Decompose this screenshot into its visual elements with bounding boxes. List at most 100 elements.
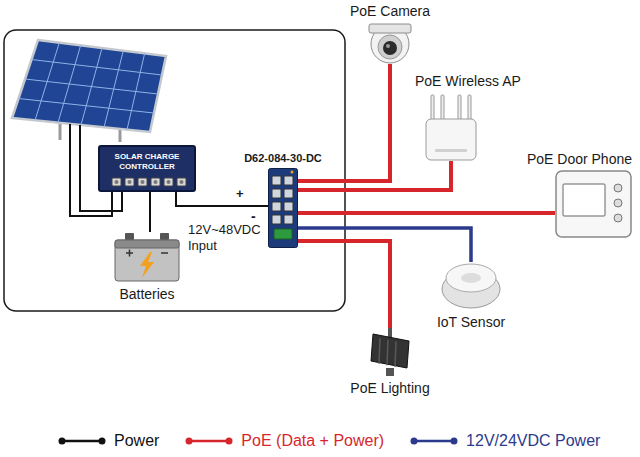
legend-dot [59,438,66,445]
cable [298,161,451,190]
ap-vent [435,149,467,152]
cable [298,228,471,262]
solar-panel [12,40,166,142]
legend: Power PoE (Data + Power) 12V/24VDC Power [58,432,600,450]
device-label: D62-084-30-DC [244,152,322,165]
polarity-mark: + [236,186,244,202]
device-icon [364,22,416,64]
device-icon [113,232,181,282]
camera-ring [378,35,402,59]
lightning-symbol [140,252,154,278]
terminal-screw [167,180,171,184]
ethernet-port [284,176,293,185]
legend-text: PoE (Data + Power) [241,432,384,450]
phone-body [556,171,631,237]
camera-lens [383,41,397,55]
legend-dot [226,438,233,445]
panel-leg [119,129,122,142]
legend-item: 12V/24VDC Power [410,432,600,450]
device-label: PoE Camera [350,3,430,19]
terminal-screw [115,180,119,184]
cable [298,211,555,215]
power-terminal [274,229,292,239]
battery-lid [115,240,179,248]
cable [149,192,151,232]
screw-terminal [125,178,134,186]
light-housing [371,334,409,368]
door-phone: PoE Door Phone [555,170,632,238]
light-stem [388,328,392,338]
screw-terminal [177,178,186,186]
device-label: PoE Wireless AP [415,73,521,89]
device-icon [440,262,502,310]
ethernet-port [272,215,281,224]
legend-text: 12V/24VDC Power [466,432,600,450]
polarity-mark: - [251,208,256,224]
legend-sample [185,435,233,447]
input-note: 12V~48VDC Input [188,222,270,254]
cable [298,241,390,328]
screw-terminal [138,178,147,186]
panel-cell-line [25,79,158,94]
panel-cell-line [19,99,155,114]
terminal-block [104,175,190,189]
device-label: SOLAR CHARGE CONTROLLER [104,152,190,175]
device-icon [423,95,479,161]
ethernet-port [284,202,293,211]
battery-terminal [125,233,134,240]
legend-sample [58,435,106,447]
camera-mount [369,24,411,33]
battery-bank: Batteries [113,232,181,282]
legend-sample [410,435,458,447]
flood-light: PoE Lighting [368,328,412,376]
light-fin [379,338,380,363]
terminal-screw [154,180,158,184]
sensor-top [446,264,496,292]
iot-sensor: IoT Sensor [440,262,502,310]
cable [176,192,268,206]
device-icon [268,168,298,248]
phone-button [614,214,622,222]
terminal-screw [180,180,184,184]
ethernet-port [284,215,293,224]
sensor-window [461,273,481,283]
battery-body [115,240,179,281]
terminal-screw [141,180,145,184]
light-fin [387,340,388,365]
charge-controller: SOLAR CHARGE CONTROLLER [98,145,196,192]
screw-terminal [112,178,121,186]
access-point: PoE Wireless AP [423,95,479,161]
system-enclosure [4,30,345,311]
legend-line [189,440,229,443]
device-label: PoE Lighting [350,380,429,396]
device-label: Batteries [119,286,174,302]
camera-device: PoE Camera [364,22,416,64]
legend-dot [451,438,458,445]
panel-face [12,40,166,132]
phone-button [614,184,622,192]
ap-body [426,119,476,160]
panel-cell-line [32,60,163,76]
switch-body [269,169,298,248]
ethernet-port [272,202,281,211]
screw-terminal [164,178,173,186]
legend-text: Power [114,432,159,450]
phone-screen [563,184,605,216]
legend-dot [411,438,418,445]
polarity-symbol [126,250,168,257]
device-label: PoE Door Phone [527,151,632,167]
lens-glint [386,44,390,48]
legend-line [62,440,102,443]
phone-button [614,199,622,207]
ethernet-port [272,176,281,185]
light-bracket [386,368,394,376]
legend-item: PoE (Data + Power) [185,432,384,450]
device-icon [368,328,412,376]
device-label: IoT Sensor [437,314,505,330]
screw-terminal [151,178,160,186]
panel-leg [59,123,62,140]
battery-terminal [160,233,169,240]
legend-dot [186,438,193,445]
